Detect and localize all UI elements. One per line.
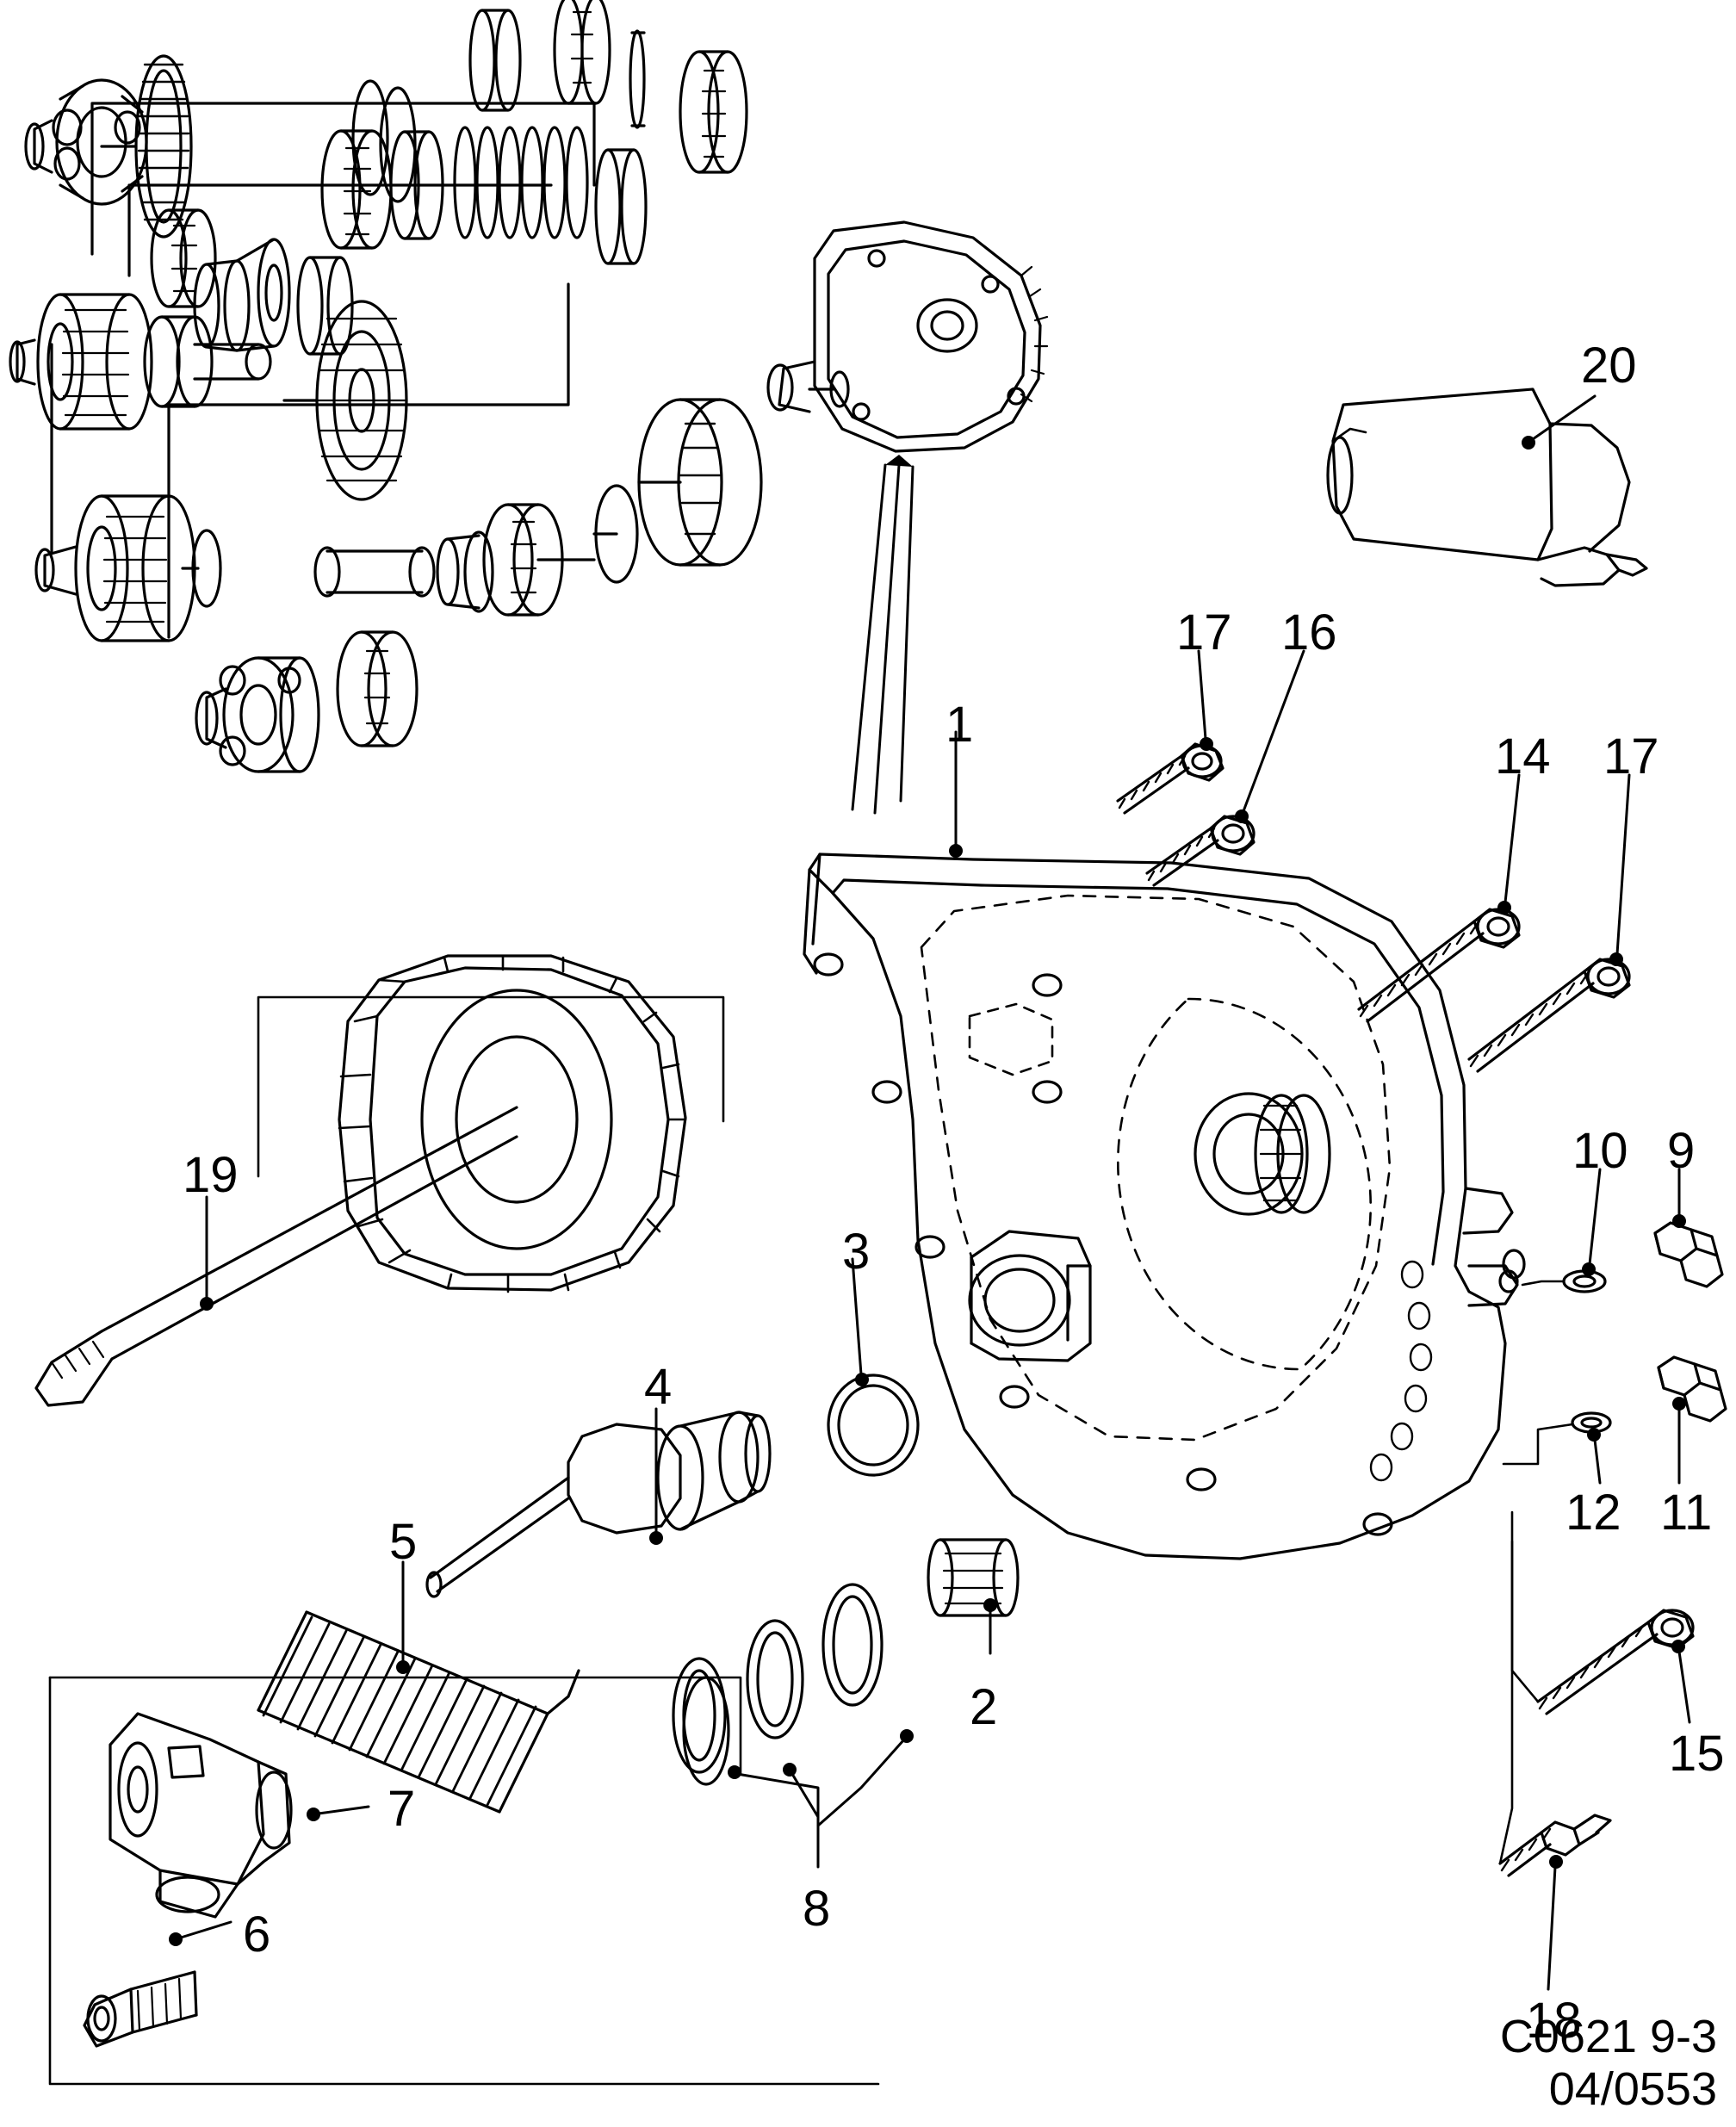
callout-9: 9 [1667,1123,1696,1179]
callout-17b: 17 [1603,729,1659,784]
input-shaft-assembly [34,954,725,1407]
callout-8: 8 [803,1881,831,1937]
coil-spring [257,1610,580,1814]
callout-4: 4 [644,1359,673,1415]
callout-16: 16 [1281,605,1337,660]
callout-1: 1 [946,697,974,753]
gearbox-end-cover [766,220,1049,453]
fastener-group-top [1116,742,1631,1073]
sealant-cartridge [1326,388,1648,587]
hex-nut-upper [1653,1221,1724,1288]
snap-ring [682,1676,730,1786]
callout-12: 12 [1566,1485,1621,1541]
flange-bolt-b [1467,958,1631,1073]
document-code-line1: C0621 9-3 [1499,2011,1717,2063]
o-ring-large [827,1374,920,1477]
leader-lines [169,394,1691,1991]
document-code: C0621 9-3 04/0553 [1500,2011,1717,2115]
fastener-group-right [1502,1221,1727,1466]
flange-bolt-long [1357,908,1521,1023]
callout-7: 7 [388,1781,416,1837]
socket-head-bolt [83,1970,198,2048]
release-shaft [425,1411,772,1598]
callout-19: 19 [183,1147,239,1203]
clutch-housing [803,853,1526,1560]
hex-nut-lower [1657,1355,1727,1423]
callout-14: 14 [1495,729,1551,784]
callout-18: 18 [1526,1993,1582,2049]
callout-11: 11 [1660,1485,1713,1541]
document-code-line2: 04/0553 [1548,2062,1717,2115]
callout-10: 10 [1572,1123,1628,1179]
callout-15: 15 [1669,1726,1725,1782]
callout-17a: 17 [1176,605,1232,660]
callout-20: 20 [1581,338,1637,394]
callout-6: 6 [243,1907,271,1963]
pilot-bearing-sleeve [927,1538,1020,1617]
flange-bolt-a [1116,742,1224,815]
callout-5: 5 [389,1514,418,1570]
callout-2: 2 [970,1679,998,1735]
stud-bolt [1498,1540,1612,1877]
seal-ring-set [672,1583,884,1774]
release-mechanism-group [48,1374,1020,2086]
gear-train-upper-left [9,0,763,773]
callout-3: 3 [842,1224,871,1280]
release-lever-bush [108,1712,293,1919]
flange-nut [1145,815,1256,887]
flange-bolt-bottom [1510,1510,1695,1715]
